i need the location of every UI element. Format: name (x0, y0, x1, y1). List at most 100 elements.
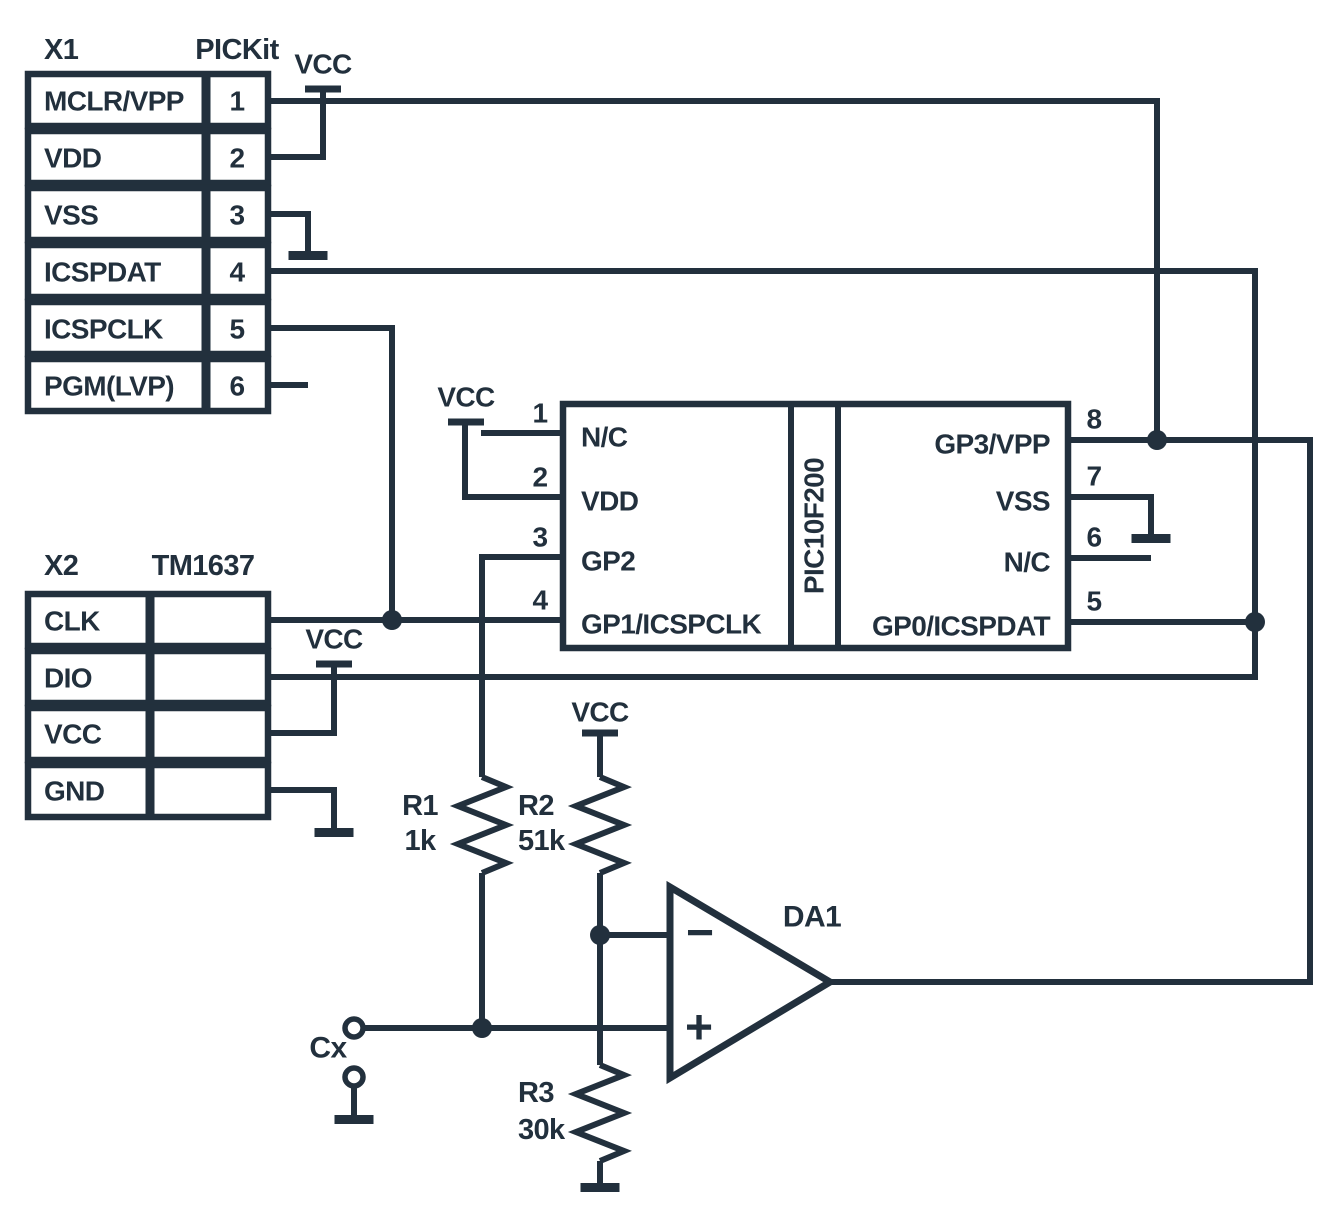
ground-symbol-x2-gnd (314, 828, 354, 837)
ground-symbol-pic-vss (1131, 534, 1171, 543)
x1-pin-number: 4 (230, 257, 246, 288)
x2-row: GND (24, 761, 272, 821)
ic-pin-number: 3 (533, 522, 548, 553)
x1-pin-name: VSS (44, 200, 98, 231)
ic-pin-number: 4 (533, 585, 549, 616)
vcc-label: VCC (571, 697, 629, 728)
junction-r2r3-minus (590, 925, 610, 945)
resistor-r1: R1 1k (402, 774, 515, 876)
ground-symbol-cx (334, 1115, 374, 1124)
x1-pin-number: 1 (230, 86, 245, 117)
resistor-ref: R2 (518, 790, 554, 822)
x1-row: ICSPDAT 4 (24, 241, 272, 301)
resistor-ref: R1 (402, 790, 438, 822)
junction-mclr-gp3 (1147, 430, 1167, 450)
wire-pic-vss-to-gnd (1068, 494, 1154, 534)
ic-pin-name: GP0/ICSPDAT (872, 611, 1051, 642)
vcc-symbol-x1: VCC (294, 49, 353, 93)
ic-pin-number: 2 (533, 462, 548, 493)
wire-icspdat-to-gp0 (268, 268, 1258, 622)
ic-name: PIC10F200 (799, 458, 830, 594)
wire-mclr-to-gp3vpp (268, 98, 1160, 440)
wire-dio-to-gp0 (268, 622, 1258, 680)
wire-icspclk-to-clk (268, 325, 395, 620)
x1-pin-number: 3 (230, 200, 245, 231)
x1-ref: X1 (44, 34, 79, 66)
vcc-label: VCC (305, 624, 363, 655)
ic-pin-name: GP2 (581, 546, 635, 577)
x1-row: VDD 2 (24, 127, 272, 187)
x2-ref: X2 (44, 550, 78, 582)
x1-pin-number: 5 (230, 314, 245, 345)
wire-x2-gnd (268, 787, 337, 828)
x2-pin-name: GND (44, 776, 105, 807)
resistor-zigzag (449, 774, 515, 876)
x1-row: ICSPCLK 5 (24, 298, 272, 358)
connector-x2: X2 TM1637 CLK DIO VCC GND (24, 550, 272, 821)
ic-pin-number: 6 (1087, 522, 1102, 553)
x2-title: TM1637 (152, 550, 255, 582)
x2-row: VCC (24, 704, 272, 764)
ic-pin-name: N/C (1004, 547, 1051, 578)
x2-pin-name: VCC (44, 719, 102, 750)
connector-x1: X1 PICKit MCLR/VPP 1 VDD 2 VSS 3 ICSPDAT… (24, 34, 280, 415)
x1-row: PGM(LVP) 6 (24, 355, 272, 415)
resistor-value: 1k (404, 825, 437, 857)
x2-row: CLK (24, 590, 272, 650)
cx-label: Cx (309, 1032, 347, 1065)
wire-x1-vdd-to-vcc (268, 89, 326, 160)
cx-terminal-bottom (342, 1065, 366, 1089)
ic-body (559, 400, 1072, 652)
resistor-zigzag (567, 774, 633, 876)
ground-symbol-x1-vss (288, 251, 328, 260)
ic-pin-name: GP1/ICSPCLK (581, 609, 761, 640)
vcc-symbol-r2: VCC (571, 697, 630, 737)
resistor-ref: R3 (518, 1077, 554, 1109)
resistor-value: 30k (518, 1114, 566, 1146)
x2-pin-name: CLK (44, 606, 100, 637)
ic-pin-number: 8 (1087, 404, 1102, 435)
ic-pin-name: VDD (581, 486, 639, 517)
x1-row: MCLR/VPP 1 (24, 70, 272, 130)
x1-pin-number: 6 (230, 371, 245, 402)
vcc-label: VCC (294, 49, 352, 80)
wire-x1-vss-to-gnd (268, 211, 311, 251)
x2-row: DIO (24, 647, 272, 707)
x1-pin-name: PGM(LVP) (44, 371, 174, 402)
cx-terminals: Cx (309, 1016, 366, 1089)
ic-pin-number: 7 (1087, 461, 1102, 492)
cx-terminal-top (342, 1016, 366, 1040)
junction-icspdat-gp0 (1245, 612, 1265, 632)
opamp-da1: − + DA1 (666, 880, 842, 1085)
x1-row: VSS 3 (24, 184, 272, 244)
opamp-plus-sign: + (685, 1002, 713, 1055)
x1-pin-name: ICSPCLK (44, 314, 163, 345)
resistor-zigzag (567, 1062, 633, 1164)
vcc-symbol-pic: VCC (437, 382, 496, 426)
resistor-value: 51k (518, 825, 566, 857)
vcc-label: VCC (437, 382, 495, 413)
x1-title: PICKit (195, 34, 279, 66)
ic-pin-name: VSS (996, 486, 1050, 517)
opamp-ref: DA1 (783, 901, 841, 934)
junction-r1-plus (472, 1018, 492, 1038)
wires (268, 89, 1313, 1183)
ground-symbol-r3 (580, 1183, 620, 1192)
resistor-r2: R2 51k (518, 774, 633, 876)
x1-pin-number: 2 (230, 143, 245, 174)
resistor-r3: R3 30k (518, 1062, 633, 1164)
x1-pin-name: ICSPDAT (44, 257, 161, 288)
ic-pin-name: N/C (581, 422, 628, 453)
wire-x2-vcc (268, 664, 337, 736)
ic-pin-number: 1 (533, 398, 548, 429)
wire-pic-vdd-to-vcc (462, 422, 563, 500)
junction-icspclk-clk (382, 610, 402, 630)
ic-pic10f200: PIC10F200 1 2 3 4 N/C VDD GP2 GP1/ICSPCL… (533, 398, 1102, 652)
vcc-symbol-x2: VCC (305, 624, 364, 668)
wire-gp3-to-opamp-output (830, 437, 1313, 985)
x2-pin-name: DIO (44, 663, 92, 694)
opamp-triangle (666, 880, 837, 1085)
opamp-minus-sign: − (686, 907, 714, 960)
